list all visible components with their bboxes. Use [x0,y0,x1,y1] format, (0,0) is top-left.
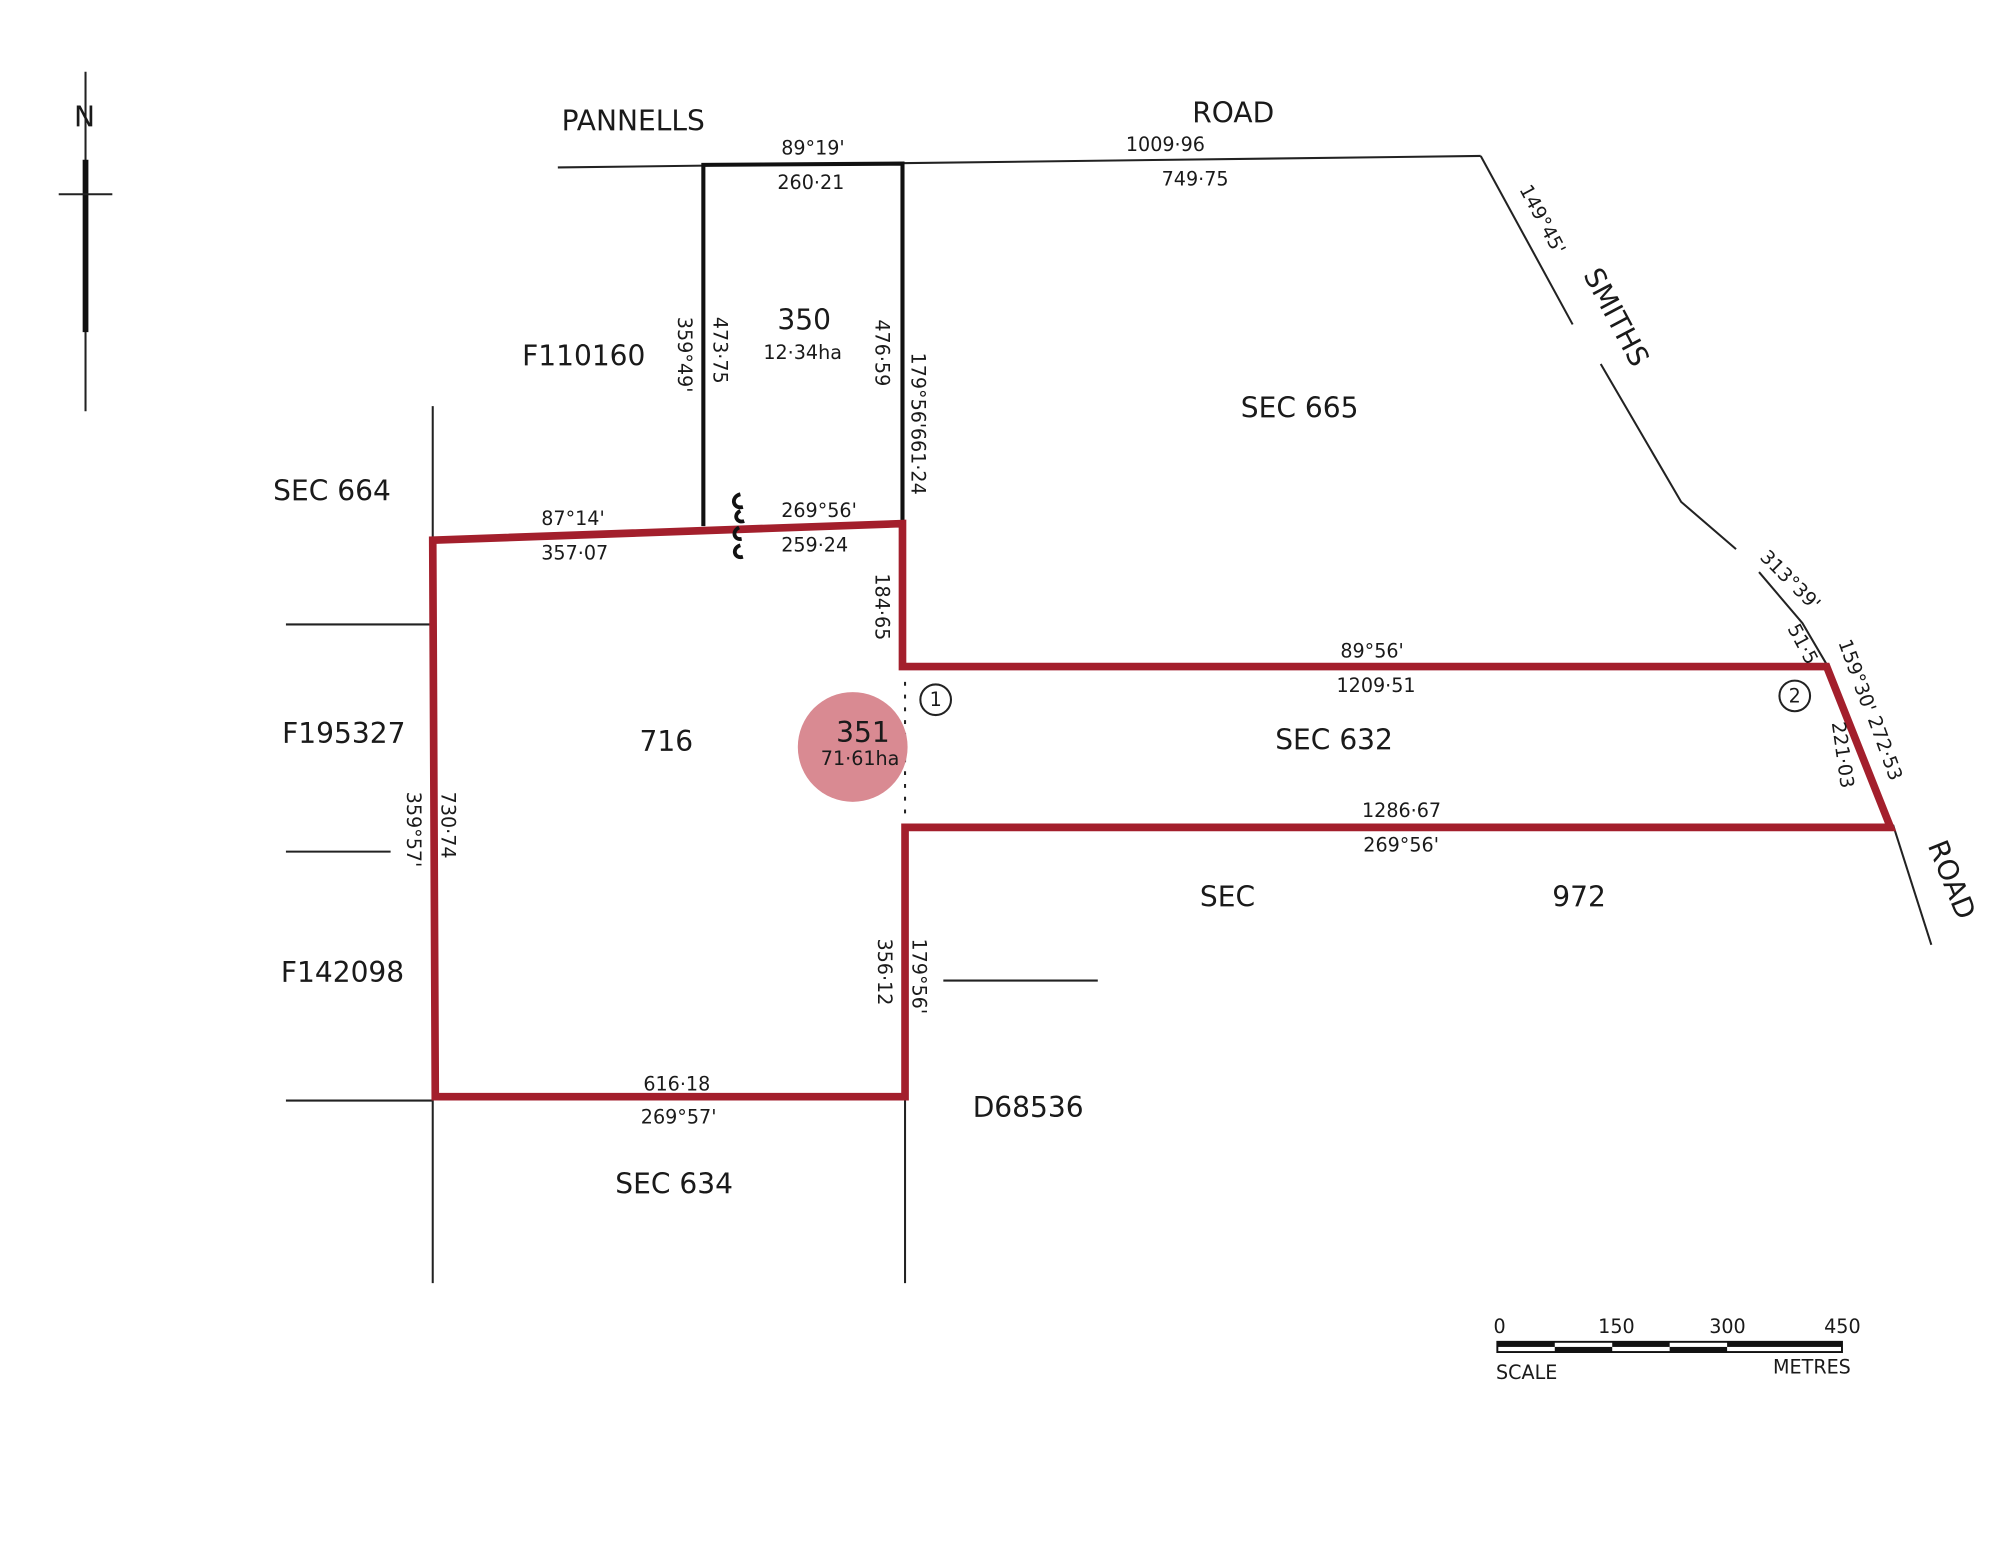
dim-road-dist-2: 749·75 [1162,167,1229,190]
scale-bar-seg-3 [1612,1341,1670,1347]
marker-1: 1 [919,683,953,717]
label-sec-664: SEC 664 [273,475,391,508]
dim-n350-dist: 259·24 [781,534,848,557]
allotment-350-number: 350 [777,304,831,337]
allotment-350-boundary [701,161,905,527]
road-name-road-top: ROAD [1192,97,1274,130]
label-sec-632: SEC 632 [1275,724,1393,757]
dim-s632-dist: 1286·67 [1362,799,1441,822]
smiths-road-line-1 [1479,155,1574,325]
dim-road-dist-1: 1009·96 [1126,133,1205,156]
scale-bar: 0 150 300 450 SCALE METRES [1494,1315,1861,1384]
road-east-line [1892,824,1933,946]
label-sec-665: SEC 665 [1241,392,1359,425]
road-name-pannells: PANNELLS [562,104,705,137]
dim-s716-bearing: 269°57' [641,1106,717,1129]
dim-n350-bearing: 269°56' [781,499,857,522]
road-name-smiths: SMITHS [1577,262,1656,371]
scale-label-scale: SCALE [1496,1361,1557,1384]
allotment-351-boundary [428,519,1897,1101]
dim-s716-dist: 616·18 [643,1072,710,1095]
scale-bar-seg-4 [1669,1346,1728,1353]
allotment-716-number: 716 [640,725,694,758]
easement-symbol [732,492,745,560]
dim-e716s-bearing: 179°56' [908,938,931,1014]
smiths-road-line-3 [1758,571,1829,668]
dim-top-bearing-350: 89°19' [781,137,845,160]
dim-e350-dist2: 661·24 [906,428,929,495]
road-name-road-right: ROAD [1921,836,1982,924]
dim-w350-dist: 473·75 [709,317,732,384]
marker-1-label: 1 [930,688,942,711]
dim-e350-bearing: 179°56' [906,353,929,429]
scale-bar-seg-2 [1554,1346,1613,1353]
dim-s632-bearing: 269°56' [1363,834,1439,857]
label-f110160: F110160 [522,339,645,372]
north-label: N [74,101,95,134]
dim-e350-dist: 476·59 [871,319,894,386]
dim-n716-dist: 357·07 [541,541,608,564]
dim-e716s-dist: 356·12 [873,938,896,1005]
dim-w716-bearing: 359°57' [402,792,425,868]
north-arrow: N [58,71,113,412]
marker-2: 2 [1778,679,1812,713]
dim-w350-bearing: 359°49' [673,317,696,393]
dim-smiths-bearing: 149°45' [1515,181,1571,259]
label-sec-634: SEC 634 [615,1168,733,1201]
dim-e716-dist: 184·65 [871,573,894,640]
scale-bar-seg-1 [1497,1341,1555,1347]
dim-n632-dist: 1209·51 [1336,674,1415,697]
scale-tick-0: 0 [1494,1315,1506,1338]
allotment-350-area: 12·34ha [763,341,842,364]
scale-label-metres: METRES [1773,1356,1851,1379]
cadastral-lines [285,154,1933,1284]
pannells-road-line [557,154,1481,169]
marker-2-label: 2 [1789,684,1801,707]
allotment-351-area: 71·61ha [821,747,900,770]
allotment-351-highlight [797,692,908,802]
allotment-351-number: 351 [836,716,890,749]
scale-tick-150: 150 [1598,1315,1635,1338]
scale-bar-seg-5 [1727,1341,1842,1347]
label-f195327: F195327 [282,717,405,750]
scale-tick-300: 300 [1709,1315,1746,1338]
scale-tick-450: 450 [1824,1315,1861,1338]
dim-w716-dist: 730·74 [437,792,460,859]
dim-n632-bearing: 89°56' [1340,640,1404,663]
dim-top-dist-350: 260·21 [777,171,844,194]
label-f142098: F142098 [281,956,404,989]
smiths-road-line-2 [1599,363,1737,550]
label-sec-972-number: 972 [1552,881,1606,914]
dim-n716-bearing: 87°14' [541,507,605,530]
label-d68536: D68536 [973,1091,1084,1124]
label-sec-972-sec: SEC [1200,881,1255,914]
dim-corner-dist: 51·5 [1783,620,1823,668]
